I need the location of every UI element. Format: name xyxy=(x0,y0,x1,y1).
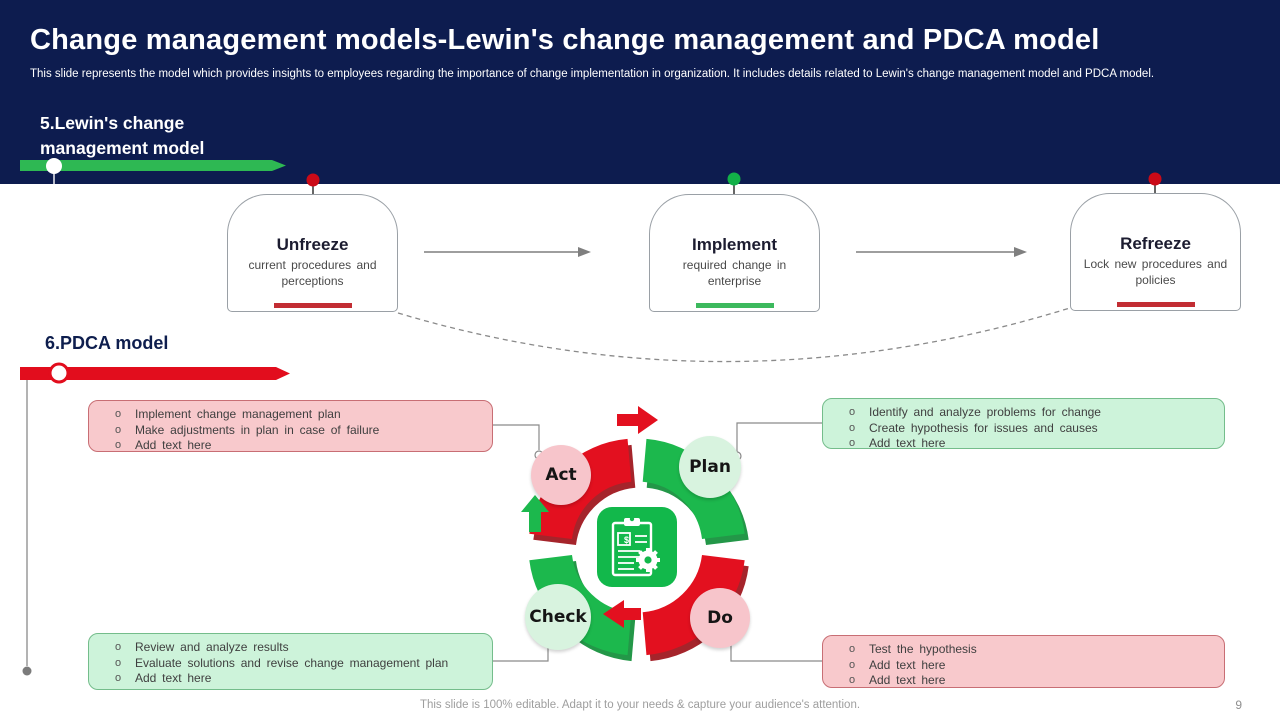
lewin-box-implement: Implement required change in enterprise xyxy=(649,194,820,312)
bullet-text: Identify and analyze problems for change xyxy=(869,405,1101,419)
bullet-text: Create hypothesis for issues and causes xyxy=(869,420,1098,435)
lewin-box-desc: required change in enterprise xyxy=(682,258,787,288)
slide-subtitle: This slide represents the model which pr… xyxy=(30,68,1155,80)
left-guide-line xyxy=(22,380,32,676)
svg-text:$: $ xyxy=(624,535,629,545)
bullet-marker: o xyxy=(115,408,122,420)
lewin-box-desc: current procedures and perceptions xyxy=(248,258,377,288)
bullet-text: Review and analyze results xyxy=(135,640,289,654)
bullet-marker: o xyxy=(115,439,122,451)
bullet-item: o Make adjustments in plan in case of fai… xyxy=(115,423,482,439)
bullet-item: o Add text here xyxy=(849,436,1214,452)
bullet-marker: o xyxy=(115,672,122,684)
bullet-marker: o xyxy=(849,674,856,686)
ring-arrow-icons xyxy=(521,406,658,628)
lewin-box-title: Unfreeze xyxy=(276,235,349,254)
pin-icon xyxy=(306,172,1162,197)
bullet-text: Evaluate solutions and revise change man… xyxy=(135,655,449,670)
accent-underline xyxy=(695,303,774,308)
lewin-box-title: Implement xyxy=(691,235,778,254)
pdca-section-heading: 6.PDCA model xyxy=(45,333,169,353)
bullet-item: o Test the hypothesis xyxy=(849,642,1214,658)
bullet-item: o Add text here xyxy=(849,673,1214,689)
bullet-text: Add text here xyxy=(135,671,212,685)
slide-title: Change management models-Lewin's change … xyxy=(30,24,1100,56)
bullet-item: o Identify and analyze problems for chang… xyxy=(849,405,1214,421)
dashed-connector-arc xyxy=(397,306,1074,363)
bullet-text: Add text here xyxy=(869,673,946,687)
pdca-circle-plan: Plan xyxy=(679,436,741,498)
bullet-item: o Add text here xyxy=(115,438,482,454)
lewin-box-title: Refreeze xyxy=(1120,234,1191,253)
page-number: 9 xyxy=(1235,698,1242,712)
bullet-marker: o xyxy=(115,641,122,653)
pdca-circle-check: Check xyxy=(525,584,591,650)
pdca-plan-box: o Identify and analyze problems for chang… xyxy=(822,398,1225,452)
pdca-circle-do: Do xyxy=(690,588,750,648)
bullet-marker: o xyxy=(115,656,122,669)
bullet-item: o Add text here xyxy=(115,671,482,687)
lewin-box-refreeze: Refreeze Lock new procedures and policie… xyxy=(1070,193,1241,311)
pdca-circle-act: Act xyxy=(531,445,591,505)
gear-icon xyxy=(636,548,660,572)
lewin-progress-bar xyxy=(20,158,286,184)
footer-note: This slide is 100% editable. Adapt it to… xyxy=(419,699,861,711)
header-band xyxy=(0,0,1280,184)
bullet-text: Test the hypothesis xyxy=(869,642,977,656)
bullet-text: Implement change management plan xyxy=(135,407,341,421)
bullet-marker: o xyxy=(115,423,122,436)
lewin-box-unfreeze: Unfreeze current procedures and percepti… xyxy=(227,194,398,312)
bullet-item: o Add text here xyxy=(849,658,1214,674)
bullet-marker: o xyxy=(849,437,856,449)
bullet-text: Add text here xyxy=(135,438,212,452)
bullet-marker: o xyxy=(849,406,856,418)
bullet-text: Make adjustments in plan in case of fail… xyxy=(135,422,380,437)
bullet-item: o Review and analyze results xyxy=(115,640,482,656)
bullet-item: o Evaluate solutions and revise change ma… xyxy=(115,656,482,672)
bullet-marker: o xyxy=(849,421,856,434)
bullet-item: o Implement change management plan xyxy=(115,407,482,423)
bullet-marker: o xyxy=(849,643,856,655)
bullet-item: o Create hypothesis for issues and causes xyxy=(849,421,1214,437)
arrow-icon xyxy=(424,247,1027,257)
bullet-text: Add text here xyxy=(869,436,946,450)
bullet-text: Add text here xyxy=(869,657,946,672)
accent-underline xyxy=(1116,302,1195,307)
clipboard-gear-icon: $ xyxy=(597,507,677,587)
lewin-section-heading: 5.Lewin's change management model xyxy=(40,113,205,158)
accent-underline xyxy=(273,303,352,308)
lewin-box-desc: Lock new procedures and policies xyxy=(1083,257,1228,287)
bullet-marker: o xyxy=(849,658,856,671)
pdca-progress-bar xyxy=(20,362,290,384)
